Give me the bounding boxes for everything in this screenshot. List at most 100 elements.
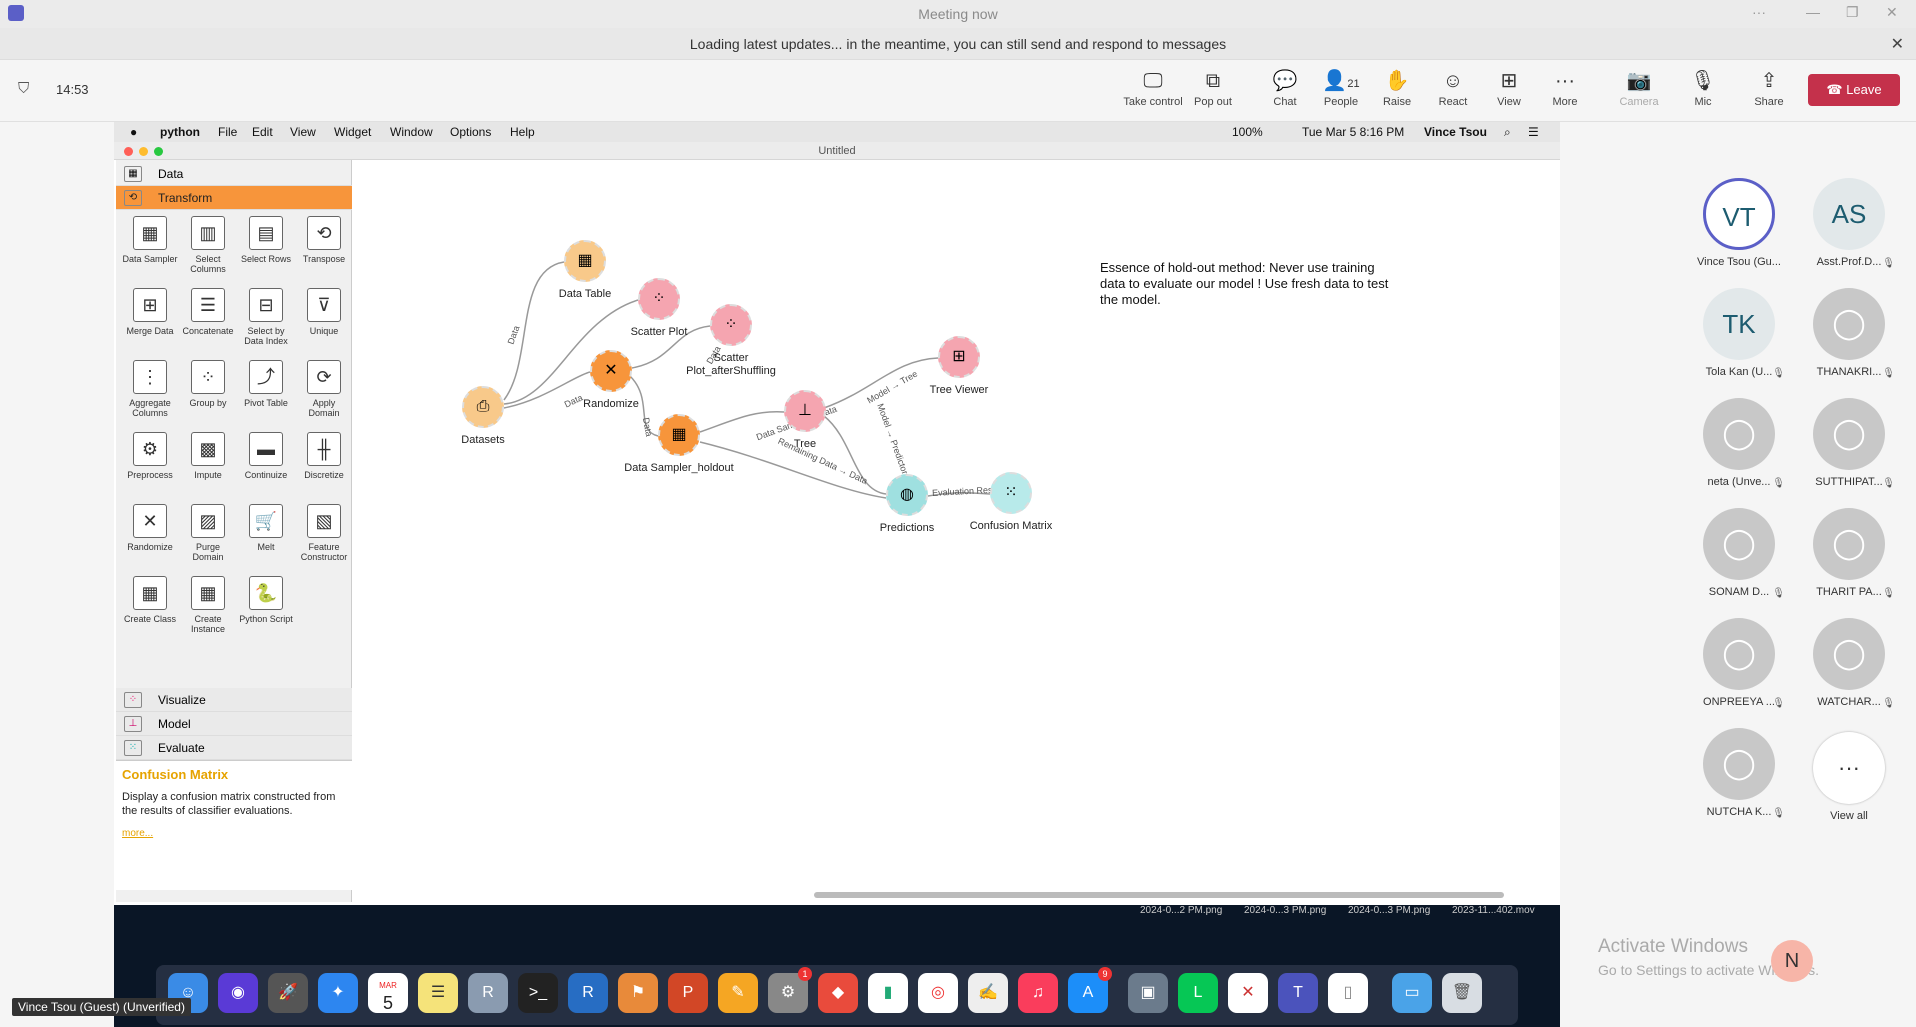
link-sampler-tree[interactable] <box>699 411 785 433</box>
banner-close-icon[interactable]: ✕ <box>1890 36 1904 53</box>
more-options-icon[interactable]: ··· <box>1752 4 1766 20</box>
orange-app-icon[interactable]: ✕ <box>1228 973 1268 1013</box>
widget-tile[interactable]: ▩Impute <box>180 432 236 480</box>
user-badge[interactable]: N <box>1771 940 1813 982</box>
workflow-node[interactable]: ⊥ <box>784 390 826 432</box>
description-more-link[interactable]: more... <box>122 828 154 839</box>
widget-tile[interactable]: ⋮Aggregate Columns <box>122 360 178 418</box>
window-close-dot[interactable] <box>124 147 133 156</box>
safari-icon[interactable]: ✦ <box>318 973 358 1013</box>
trash-icon[interactable]: 🗑 <box>1442 973 1482 1013</box>
widget-tile[interactable]: ⁘Group by <box>180 360 236 408</box>
finder-icon[interactable]: ☺ <box>168 973 208 1013</box>
leave-button[interactable]: ☎ Leave <box>1808 74 1900 106</box>
category-model[interactable]: ⊥Model <box>116 712 352 736</box>
link-sampler-predictions[interactable] <box>699 441 887 499</box>
chrome-icon[interactable]: ◎ <box>918 973 958 1013</box>
workflow-node[interactable]: ⎙ <box>462 386 504 428</box>
powerpoint-icon[interactable]: P <box>668 973 708 1013</box>
horizontal-scrollbar[interactable] <box>814 892 1504 898</box>
r-icon[interactable]: R <box>468 973 508 1013</box>
share-button[interactable]: ⇪Share <box>1738 70 1800 108</box>
widget-tile[interactable]: 🛒Melt <box>238 504 294 552</box>
rstudio-icon[interactable]: R <box>568 973 608 1013</box>
view-all-button[interactable]: ··· View all <box>1801 732 1897 822</box>
widget-tile[interactable]: ⟲Transpose <box>296 216 352 264</box>
widget-tile[interactable]: ⊽Unique <box>296 288 352 336</box>
teams-icon[interactable]: T <box>1278 973 1318 1013</box>
link-datasets-scatter[interactable] <box>503 299 639 405</box>
participant-tile[interactable]: ◯SUTTHIPAT...🎙 <box>1801 398 1897 489</box>
raise-hand-button[interactable]: ✋Raise <box>1366 70 1428 108</box>
widget-tile[interactable]: ⤴Pivot Table <box>238 360 294 408</box>
line-icon[interactable]: L <box>1178 973 1218 1013</box>
folder-icon[interactable]: ▭ <box>1392 973 1432 1013</box>
widget-tile[interactable]: ╫Discretize <box>296 432 352 480</box>
textedit-icon[interactable]: ✍ <box>968 973 1008 1013</box>
link-tree-treeviewer[interactable] <box>823 357 939 409</box>
link-tree-predictions[interactable] <box>823 415 887 495</box>
widget-tile[interactable]: ⊟Select by Data Index <box>238 288 294 346</box>
pages-icon[interactable]: ✎ <box>718 973 758 1013</box>
menu-view[interactable]: View <box>290 125 316 139</box>
widget-tile[interactable]: ✕Randomize <box>122 504 178 552</box>
widget-tile[interactable]: ⚙Preprocess <box>122 432 178 480</box>
menu-edit[interactable]: Edit <box>252 125 273 139</box>
category-evaluate[interactable]: ⁙Evaluate <box>116 736 352 760</box>
category-data[interactable]: ▦Data <box>116 162 352 186</box>
workflow-node[interactable]: ▦ <box>564 240 606 282</box>
link-datasets-datatable[interactable] <box>503 261 565 401</box>
launchpad-icon[interactable]: 🚀 <box>268 973 308 1013</box>
workflow-node[interactable]: ⁙ <box>990 472 1032 514</box>
window-minimize-dot[interactable] <box>139 147 148 156</box>
control-center-icon[interactable]: ☰ <box>1528 125 1539 139</box>
desktop-file[interactable]: 2024-0...2 PM.png <box>1140 905 1223 916</box>
participant-tile[interactable]: ◯SONAM D...🎙 <box>1691 508 1787 599</box>
widget-tile[interactable]: ▦Create Class <box>122 576 178 624</box>
menu-help[interactable]: Help <box>510 125 535 139</box>
menu-widget[interactable]: Widget <box>334 125 372 139</box>
widget-tile[interactable]: ▤Select Rows <box>238 216 294 264</box>
category-transform[interactable]: ⟲Transform <box>116 186 352 210</box>
restore-button[interactable]: ❐ <box>1846 4 1859 20</box>
desktop-file[interactable]: 2024-0...3 PM.png <box>1348 905 1431 916</box>
link-randomize-scatter2[interactable] <box>631 325 711 369</box>
link-predictions-confusion[interactable] <box>927 491 991 497</box>
anydesk-icon[interactable]: ◆ <box>818 973 858 1013</box>
notes-icon[interactable]: ☰ <box>418 973 458 1013</box>
more-button[interactable]: ···More <box>1534 70 1596 108</box>
workflow-node[interactable]: ▦ <box>658 414 700 456</box>
chat-button[interactable]: 💬Chat <box>1254 70 1316 108</box>
participant-tile[interactable]: ◯ONPREEYA ...🎙 <box>1691 618 1787 709</box>
canvas-note[interactable]: Essence of hold-out method: Never use tr… <box>1100 260 1389 307</box>
workflow-node[interactable]: ⁘ <box>638 278 680 320</box>
widget-tile[interactable]: ☰Concatenate <box>180 288 236 336</box>
preview-icon[interactable]: ▣ <box>1128 973 1168 1013</box>
participant-tile[interactable]: ◯WATCHAR...🎙 <box>1801 618 1897 709</box>
link-datasets-randomize[interactable] <box>503 371 591 409</box>
widget-tile[interactable]: ▦Create Instance <box>180 576 236 634</box>
link-randomize-sampler[interactable] <box>629 375 659 437</box>
terminal-icon[interactable]: >_ <box>518 973 558 1013</box>
workflow-node[interactable]: ⊞ <box>938 336 980 378</box>
workflow-node[interactable]: ◍ <box>886 474 928 516</box>
desktop-file[interactable]: 2024-0...3 PM.png <box>1244 905 1327 916</box>
react-button[interactable]: ☺React <box>1422 70 1484 108</box>
participant-tile[interactable]: ◯neta (Unve...🎙 <box>1691 398 1787 489</box>
widget-tile[interactable]: ▨Purge Domain <box>180 504 236 562</box>
minimize-button[interactable]: — <box>1806 4 1820 20</box>
menu-file[interactable]: File <box>218 125 238 139</box>
workflow-node[interactable]: ⁘ <box>710 304 752 346</box>
widget-tile[interactable]: ▥Select Columns <box>180 216 236 274</box>
desktop-file[interactable]: 2023-11...402.mov <box>1452 905 1535 916</box>
widget-tile[interactable]: ⊞Merge Data <box>122 288 178 336</box>
siri-icon[interactable]: ◉ <box>218 973 258 1013</box>
widget-tile[interactable]: ▬Continuize <box>238 432 294 480</box>
workflow-node[interactable]: ✕ <box>590 350 632 392</box>
